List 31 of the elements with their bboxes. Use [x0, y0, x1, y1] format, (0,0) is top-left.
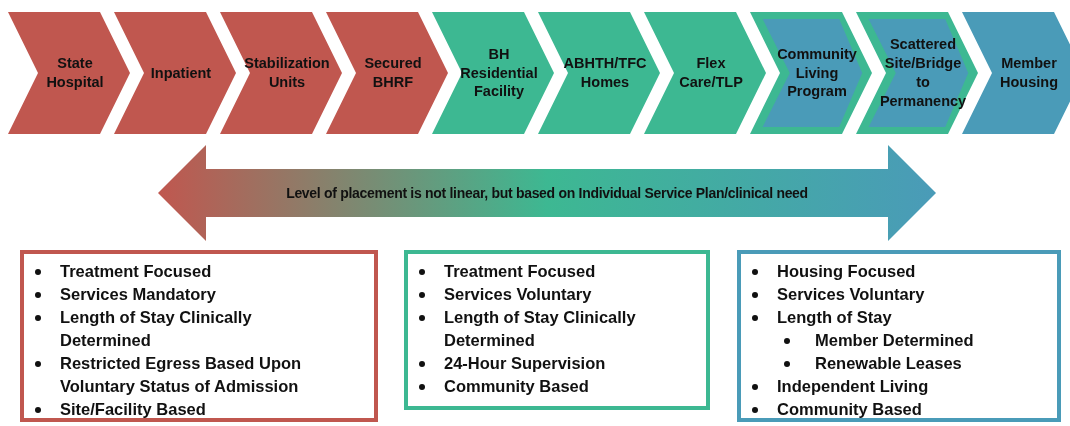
bullet-text: Community Based [444, 377, 589, 395]
stage-label: Secured BHRF [363, 54, 423, 92]
arrow-label: Level of placement is not linear, but based on Individual Service Plan/clinical need [286, 185, 808, 201]
bullet-text: Treatment Focused [444, 262, 596, 280]
bullet-text: Renewable Leases [815, 354, 962, 372]
bullet-list-box [737, 250, 1061, 422]
stage-label: ABHTH/TFC Homes [563, 54, 647, 92]
stage-label: BH Residential Facility [459, 44, 539, 102]
bullet-text: Services Mandatory [60, 285, 216, 303]
stage-label: Inpatient [150, 63, 212, 83]
bullet-text: 24-Hour Supervision [444, 354, 606, 372]
bullet-text: Restricted Egress Based Upon Voluntary Status of Admission [60, 354, 302, 395]
bullet-text: Length of Stay [777, 308, 892, 326]
bullet-list-box [404, 250, 710, 410]
bullet-text: Services Voluntary [777, 285, 925, 303]
stage-label: State Hospital [45, 54, 105, 92]
stage-label: Member Housing [999, 54, 1059, 92]
stage-label: Stabilization Units [244, 54, 330, 92]
bullet-text: Services Voluntary [444, 285, 592, 303]
bullet-text: Length of Stay Clinically Determined [60, 308, 252, 349]
bullet-text: Member Determined [815, 331, 974, 349]
bullet-text: Site/Facility Based [60, 400, 206, 418]
stage-label: Flex Care/TLP [678, 54, 744, 92]
bullet-list-box [20, 250, 378, 422]
bullet-text: Treatment Focused [60, 262, 212, 280]
stage-label: Community Living Program [776, 44, 858, 102]
stage-label: Scattered Site/Bridge to Permanency [879, 35, 967, 111]
bullet-text: Independent Living [777, 377, 929, 395]
bullet-text: Length of Stay Clinically Determined [444, 308, 636, 349]
bullet-text: Community Based [777, 400, 922, 418]
bullet-text: Housing Focused [777, 262, 916, 280]
